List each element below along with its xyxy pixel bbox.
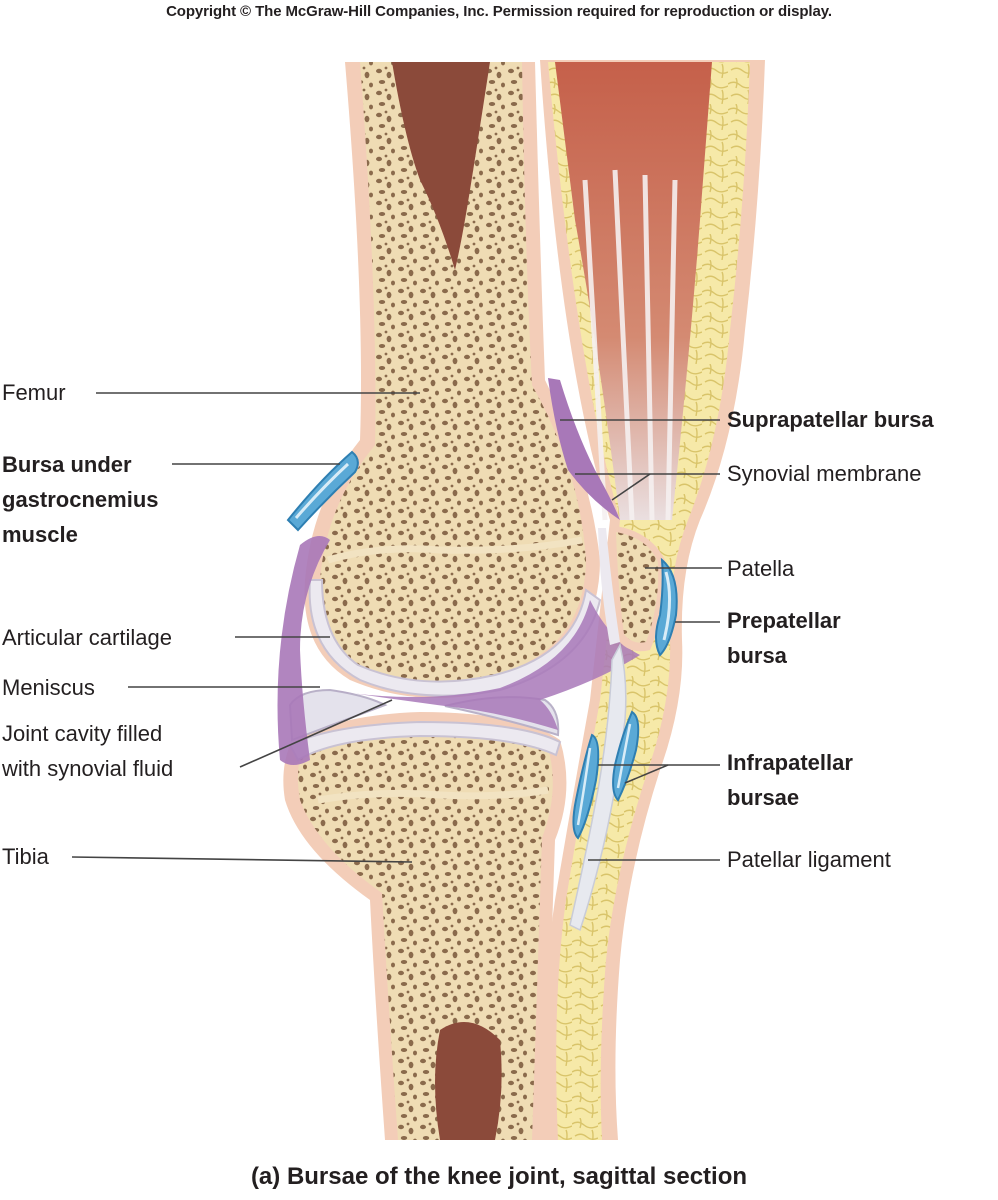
label-suprapatellar-bursa: Suprapatellar bursa (727, 407, 934, 432)
label-femur: Femur (2, 380, 66, 405)
tibia-bone (283, 712, 567, 1140)
label-prepatellar-bursa-line1: Prepatellar (727, 608, 841, 633)
label-bursa-gastrocnemius-line1: Bursa under (2, 452, 132, 477)
label-bursa-gastrocnemius-line3: muscle (2, 522, 78, 547)
label-bursa-gastrocnemius-line2: gastrocnemius (2, 487, 159, 512)
label-articular-cartilage: Articular cartilage (2, 625, 172, 650)
suprapatellar-bursa-shape (548, 378, 620, 520)
quadriceps-muscle (555, 62, 712, 521)
copyright-notice: Copyright © The McGraw-Hill Companies, I… (166, 3, 832, 20)
label-patella: Patella (727, 556, 795, 581)
leader-lines (71, 392, 722, 863)
synovial-membrane-posterior (277, 536, 330, 765)
label-patellar-ligament: Patellar ligament (727, 847, 891, 872)
femoral-articular-cartilage (308, 579, 602, 697)
figure-caption: (a) Bursae of the knee joint, sagittal s… (250, 1163, 748, 1190)
patellar-ligament-shape (569, 642, 627, 932)
label-synovial-membrane: Synovial membrane (727, 461, 922, 486)
label-infrapatellar-bursae-line1: Infrapatellar (727, 750, 853, 775)
label-joint-cavity-line1: Joint cavity filled (2, 721, 163, 746)
label-joint-cavity-line2: with synovial fluid (2, 756, 174, 781)
label-meniscus: Meniscus (2, 675, 95, 700)
label-infrapatellar-bursae-line2: bursae (727, 785, 800, 810)
meniscus-posterior (288, 688, 388, 742)
infrapatellar-bursa-superficial-shape (612, 710, 640, 802)
joint-cavity (330, 600, 640, 730)
patella-bone (598, 525, 666, 652)
prepatellar-bursa-shape (655, 557, 678, 657)
label-prepatellar-bursa-line2: bursa (727, 643, 787, 668)
bursa-gastrocnemius-shape (286, 450, 359, 532)
label-tibia: Tibia (2, 844, 49, 869)
femur-bone (304, 62, 600, 698)
infrapatellar-bursa-deep-shape (572, 733, 600, 840)
